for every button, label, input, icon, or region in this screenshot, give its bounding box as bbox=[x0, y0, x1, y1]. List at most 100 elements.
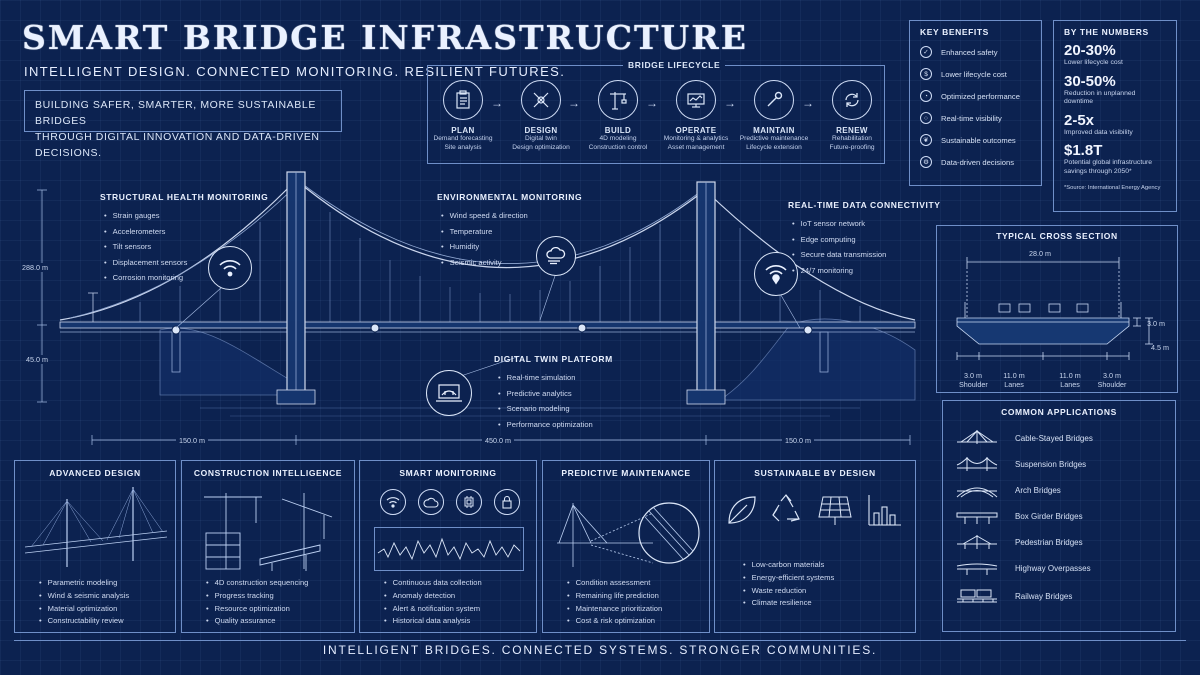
cross-section-depth-2: 4.5 m bbox=[1151, 343, 1169, 352]
application-label: Highway Overpasses bbox=[1015, 563, 1091, 573]
leaf-icon bbox=[728, 496, 756, 524]
lifecycle-step-build[interactable]: BUILD 4D modeling Construction control bbox=[583, 80, 653, 152]
part-value: 11.0 m bbox=[1003, 371, 1025, 380]
benefit-label: Real-time visibility bbox=[941, 113, 1002, 123]
source-note: *Source: International Energy Agency bbox=[1064, 185, 1161, 191]
cable-stayed-wireframe-icon bbox=[24, 487, 168, 567]
solar-panel-icon bbox=[818, 496, 852, 525]
annotation-title: STRUCTURAL HEALTH MONITORING bbox=[100, 192, 269, 202]
panel-list: Continuous data collection Anomaly detec… bbox=[384, 577, 482, 628]
suspension-bridge-icon bbox=[956, 457, 998, 471]
list-item: Condition assessment bbox=[567, 577, 662, 590]
part-label: Lanes bbox=[1004, 380, 1024, 389]
list-item: Constructability review bbox=[39, 615, 129, 628]
benefit-item: $Lower lifecycle cost bbox=[920, 63, 1031, 85]
list-item: Scenario modeling bbox=[498, 401, 613, 417]
wifi-icon bbox=[380, 489, 406, 515]
lifecycle-step-plan[interactable]: PLAN Demand forecasting Site analysis bbox=[428, 80, 498, 152]
lifecycle-step-name: PLAN bbox=[451, 126, 475, 135]
panel-list: Condition assessment Remaining life pred… bbox=[567, 577, 663, 628]
list-item: Seismic activity bbox=[441, 255, 582, 271]
lifecycle-title: BRIDGE LIFECYCLE bbox=[623, 60, 726, 70]
highway-overpass-icon bbox=[956, 563, 998, 575]
application-label: Pedestrian Bridges bbox=[1015, 537, 1083, 547]
lifecycle-step-design[interactable]: DESIGN Digital twin Design optimization bbox=[506, 80, 576, 152]
structural-health-monitoring: STRUCTURAL HEALTH MONITORING Strain gaug… bbox=[100, 192, 268, 286]
part-label: Shoulder bbox=[959, 380, 988, 389]
lifecycle-step-desc: 4D modeling bbox=[599, 135, 637, 142]
application-label: Cable-Stayed Bridges bbox=[1015, 433, 1093, 443]
applications-title: COMMON APPLICATIONS bbox=[1001, 407, 1117, 417]
application-label: Box Girder Bridges bbox=[1015, 511, 1083, 521]
panel-title: CONSTRUCTION INTELLIGENCE bbox=[193, 468, 343, 478]
panel-smart-monitoring: SMART MONITORING Continuous data collect… bbox=[359, 460, 537, 633]
panel-list: Parametric modeling Wind & seismic analy… bbox=[39, 577, 129, 628]
intro-box: BUILDING SAFER, SMARTER, MORE SUSTAINABL… bbox=[24, 90, 342, 159]
key-benefits: KEY BENEFITS ✓Enhanced safety $Lower lif… bbox=[909, 20, 1042, 186]
part-label: Lanes bbox=[1060, 380, 1080, 389]
laptop-bridge-icon bbox=[426, 370, 472, 416]
list-item: Displacement sensors bbox=[104, 255, 268, 271]
pencil-ruler-icon bbox=[521, 80, 561, 120]
list-item: Performance optimization bbox=[498, 417, 613, 433]
box-girder-bridge-icon bbox=[956, 512, 998, 524]
application-label: Railway Bridges bbox=[1015, 591, 1073, 601]
lifecycle-step-renew[interactable]: RENEW Rehabilitation Future-proofing bbox=[817, 80, 887, 152]
application-label: Arch Bridges bbox=[1015, 485, 1061, 495]
list-item: Continuous data collection bbox=[384, 577, 482, 590]
lifecycle-step-operate[interactable]: OPERATE Monitoring & analytics Asset man… bbox=[661, 80, 731, 152]
part-value: 11.0 m bbox=[1059, 371, 1081, 380]
application-item[interactable]: Highway Overpasses bbox=[955, 559, 1091, 577]
page-title: SMART BRIDGE INFRASTRUCTURE bbox=[22, 18, 748, 57]
list-item: Tilt sensors bbox=[104, 239, 268, 255]
cross-section-width: 28.0 m bbox=[1029, 249, 1051, 258]
part-label: Shoulder bbox=[1097, 380, 1127, 389]
panel-sustainable-by-design: SUSTAINABLE BY DESIGN Low-carbon materia… bbox=[714, 460, 916, 633]
tower-height-label: 288.0 m bbox=[22, 263, 48, 272]
magnified-bridge-detail-icon bbox=[557, 502, 700, 567]
intro-line: THROUGH DIGITAL INNOVATION AND DATA-DRIV… bbox=[35, 131, 320, 159]
signal-waveform bbox=[374, 527, 524, 571]
application-item[interactable]: Pedestrian Bridges bbox=[955, 533, 1083, 551]
list-item: Waste reduction bbox=[743, 585, 834, 598]
panel-title: ADVANCED DESIGN bbox=[49, 468, 141, 478]
list-item: Anomaly detection bbox=[384, 590, 482, 603]
common-applications: COMMON APPLICATIONS Cable-Stayed Bridges… bbox=[942, 400, 1176, 632]
lifecycle-step-name: RENEW bbox=[836, 126, 868, 135]
list-item: Energy-efficient systems bbox=[743, 572, 835, 585]
list-item: Remaining life prediction bbox=[567, 590, 662, 603]
application-item[interactable]: Box Girder Bridges bbox=[955, 507, 1083, 525]
lifecycle-step-desc: Site analysis bbox=[444, 143, 482, 151]
key-benefits-title: KEY BENEFITS bbox=[920, 27, 989, 37]
panel-construction-intelligence: CONSTRUCTION INTELLIGENCE 4D constructio… bbox=[181, 460, 355, 633]
stat-desc: Reduction in unplanned bbox=[1064, 89, 1136, 97]
gauge-icon: ◔ bbox=[920, 90, 932, 102]
arrow-right-icon: → bbox=[491, 96, 503, 110]
pedestrian-bridge-icon bbox=[957, 535, 997, 549]
application-item[interactable]: Suspension Bridges bbox=[955, 455, 1086, 473]
gear-icon: ⚙ bbox=[920, 156, 932, 168]
lifecycle-step-maintain[interactable]: MAINTAIN Predictive maintenance Lifecycl… bbox=[739, 80, 809, 152]
list-item: Low-carbon materials bbox=[743, 559, 834, 572]
panel-title: PREDICTIVE MAINTENANCE bbox=[561, 468, 691, 478]
arrow-right-icon: → bbox=[724, 96, 736, 110]
list-item: Predictive analytics bbox=[498, 386, 613, 402]
monitor-icon bbox=[676, 80, 716, 120]
stat-desc: savings through 2050* bbox=[1064, 167, 1132, 175]
application-item[interactable]: Railway Bridges bbox=[955, 587, 1072, 605]
panel-list: 4D construction sequencing Progress trac… bbox=[206, 577, 309, 628]
panel-predictive-maintenance: PREDICTIVE MAINTENANCE Condition assessm… bbox=[542, 460, 710, 633]
list-item: Maintenance prioritization bbox=[567, 603, 663, 616]
application-item[interactable]: Arch Bridges bbox=[955, 481, 1061, 499]
stat-value: 30-50% bbox=[1064, 72, 1116, 90]
page-subtitle: INTELLIGENT DESIGN. CONNECTED MONITORING… bbox=[24, 64, 566, 79]
application-item[interactable]: Cable-Stayed Bridges bbox=[955, 429, 1093, 447]
panel-advanced-design: ADVANCED DESIGN Parametric modeling Wind… bbox=[14, 460, 176, 633]
environmental-monitoring: ENVIRONMENTAL MONITORING Wind speed & di… bbox=[437, 192, 582, 270]
side-span-left-label: 150.0 m bbox=[176, 436, 208, 445]
leaf-icon: ❦ bbox=[920, 134, 932, 146]
wrench-icon bbox=[754, 80, 794, 120]
benefit-label: Sustainable outcomes bbox=[941, 135, 1016, 145]
